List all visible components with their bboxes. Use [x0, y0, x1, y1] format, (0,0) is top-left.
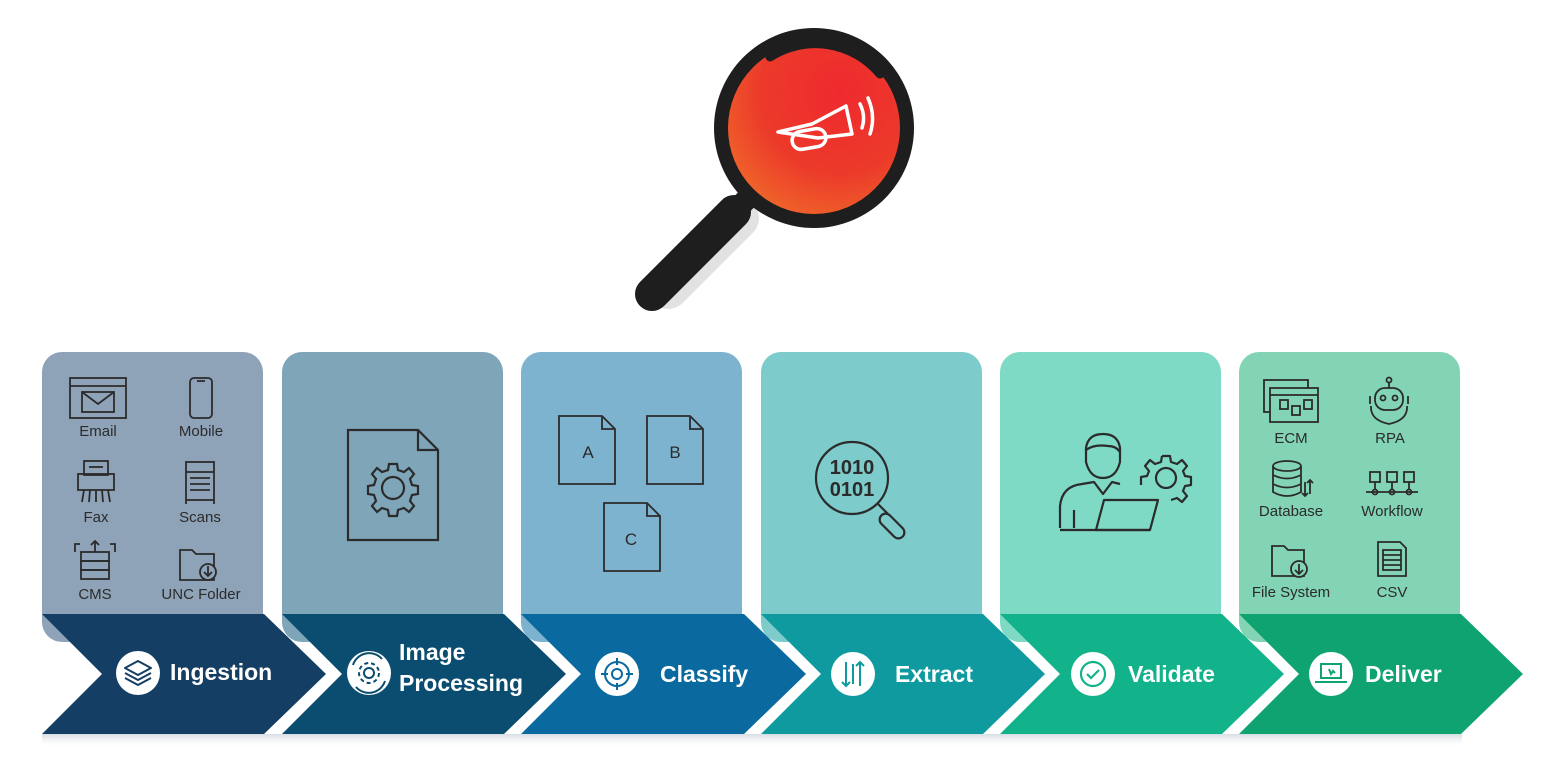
chevron-extract [761, 614, 1045, 734]
panel-image-processing [282, 352, 503, 642]
laptop-icon [1309, 652, 1353, 696]
source-label-scans: Scans [179, 509, 221, 526]
step-label-validate: Validate [1128, 661, 1215, 687]
rpa-robot-icon [1369, 376, 1409, 425]
scans-icon [185, 461, 215, 504]
trumpet-icon [776, 96, 875, 152]
chevron-band [42, 614, 1523, 748]
mobile-icon [189, 377, 213, 419]
classify-doc-c: C [625, 530, 637, 549]
database-icon [1272, 460, 1314, 498]
step-label-ingestion: Ingestion [170, 659, 272, 685]
chevron-classify [521, 614, 806, 734]
document-b-icon [646, 415, 704, 485]
source-label-fax: Fax [83, 509, 109, 526]
source-label-unc-folder: UNC Folder [161, 586, 240, 603]
document-gear-icon [346, 428, 440, 542]
classify-doc-b: B [669, 443, 680, 462]
target-label-ecm: ECM [1274, 430, 1307, 447]
target-label-workflow: Workflow [1361, 503, 1423, 520]
workflow-icon [1366, 471, 1418, 496]
step-label-extract: Extract [895, 661, 973, 687]
step-label-image: Image [399, 639, 465, 665]
ecm-icon [1263, 379, 1319, 423]
source-label-email: Email [79, 423, 117, 440]
check-circle-icon [1071, 652, 1115, 696]
step-label-classify: Classify [660, 661, 748, 687]
panel-validate [1000, 352, 1221, 642]
target-label-database: Database [1259, 503, 1323, 520]
source-label-cms: CMS [78, 586, 111, 603]
document-a-icon [558, 415, 616, 485]
chevron-ingestion [42, 614, 326, 734]
chevron-validate [1000, 614, 1284, 734]
email-icon [69, 377, 127, 419]
classify-doc-a: A [582, 443, 594, 462]
cms-icon [74, 539, 116, 580]
binary-line-1: 1010 [830, 457, 875, 479]
chevron-deliver [1239, 614, 1523, 734]
target-label-csv: CSV [1377, 584, 1408, 601]
target-label-file-system: File System [1252, 584, 1330, 601]
source-label-mobile: Mobile [179, 423, 223, 440]
unc-folder-icon [179, 549, 217, 581]
layers-icon [116, 651, 160, 695]
file-system-icon [1271, 545, 1308, 578]
panel-classify [521, 352, 742, 642]
chevron-image-processing [282, 614, 566, 734]
step-label-deliver: Deliver [1365, 661, 1442, 687]
panel-extract [761, 352, 982, 642]
person-laptop-gear-icon [1058, 432, 1193, 532]
target-label-rpa: RPA [1375, 430, 1405, 447]
step-label-processing: Processing [399, 670, 523, 696]
document-c-icon [603, 502, 661, 572]
process-gear-icon [347, 651, 391, 695]
magnifier-icon [635, 28, 914, 311]
binary-search-icon [814, 440, 906, 540]
csv-icon [1377, 541, 1407, 577]
target-icon [595, 652, 639, 696]
up-down-arrows-icon [831, 652, 875, 696]
fax-icon [77, 460, 115, 503]
binary-line-2: 0101 [830, 479, 875, 501]
